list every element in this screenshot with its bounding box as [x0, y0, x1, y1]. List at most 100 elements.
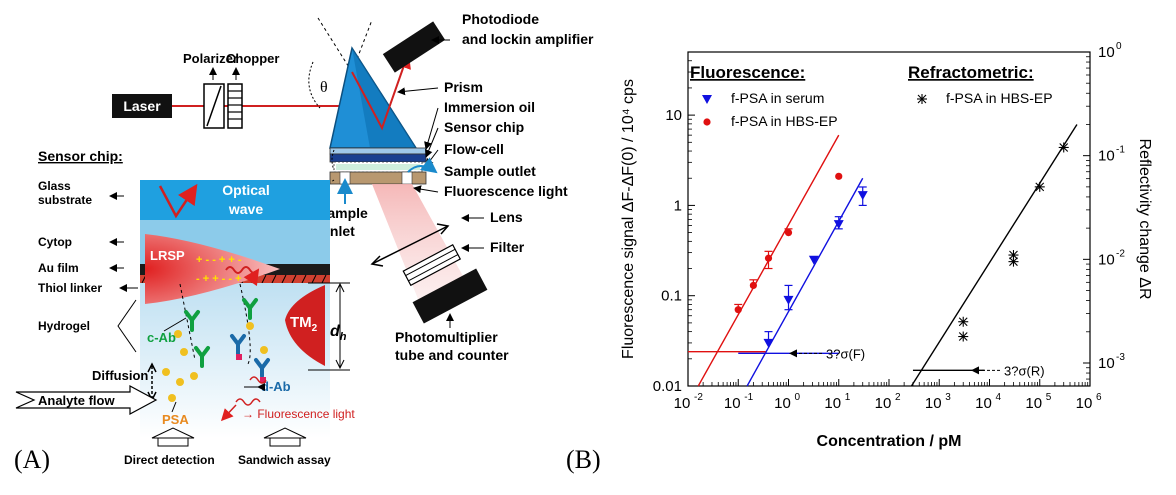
- psa-label: PSA: [162, 412, 189, 427]
- y2-tick-label: 10: [1098, 148, 1115, 165]
- glass-label-line2: substrate: [38, 193, 92, 207]
- sample-inlet-label-line1: Sample: [318, 205, 368, 221]
- x-tick-exponent: 6: [1096, 392, 1102, 403]
- data-point: [764, 254, 773, 262]
- lrsp-label: LRSP: [150, 248, 185, 263]
- direct-detection-arrow-head: [151, 427, 195, 439]
- glass-substrate-layer: [140, 180, 330, 220]
- photodiode-label-line2: and lockin amplifier: [462, 31, 594, 47]
- x-tick-label: 10: [925, 395, 942, 412]
- x-tick-exponent: 2: [895, 392, 901, 403]
- x-tick-label: 10: [824, 395, 841, 412]
- sandwich-arrow-body: [269, 437, 301, 447]
- dh-arrowheads: [335, 282, 345, 370]
- data-points: [734, 142, 1069, 348]
- dh-label-sub: h: [340, 331, 347, 343]
- data-point: [749, 281, 757, 290]
- lrsp-charges-top: + - - + + -: [196, 254, 242, 266]
- sigma-f-label: 3?σ(F): [826, 346, 865, 361]
- x-tick-label: 10: [774, 395, 791, 412]
- lrsp-charges-bottom: - + + - - +: [196, 273, 242, 285]
- photodiode-box: [382, 21, 446, 73]
- sigma-r-label: 3?σ(R): [1004, 363, 1045, 378]
- fluorescence-cone: [372, 184, 474, 304]
- legend-marker: [917, 94, 927, 104]
- legend-marker: [703, 118, 711, 126]
- sensor-chip-layer: [329, 153, 427, 163]
- legend-label: f-PSA in HBS-EP: [731, 113, 838, 129]
- x-tick-exponent: -2: [694, 392, 703, 403]
- immersion-oil-pointer: [424, 107, 439, 150]
- panel-b-label: (B): [566, 445, 601, 474]
- immersion-oil-layer: [329, 147, 427, 155]
- tm2-label-text: TM: [290, 314, 312, 331]
- psa-molecules: [162, 322, 268, 402]
- theta-symbol: θ: [320, 79, 328, 96]
- pmt-label-line1: Photomultiplier: [395, 329, 498, 345]
- y2-tick-label: 10: [1098, 251, 1115, 268]
- direct-detection-label: Direct detection: [124, 453, 215, 467]
- lod-labels: 3?σ(F) 3?σ(R): [789, 346, 1045, 378]
- cytop-label: Cytop: [38, 235, 72, 249]
- y-tick-label: 0.1: [661, 288, 682, 305]
- optical-wave-label-line1: Optical: [222, 182, 269, 198]
- sensor-chip-pointer: [424, 127, 439, 158]
- diffusion-label: Diffusion: [92, 368, 148, 383]
- data-point: [783, 295, 794, 305]
- d-ab-label: d-Ab: [261, 379, 291, 394]
- x-tick-label: 10: [1076, 395, 1093, 412]
- analyte-flow-label: Analyte flow: [38, 393, 115, 408]
- fluorescence-light-pointer: [413, 185, 439, 194]
- sandwich-assay-label: Sandwich assay: [238, 453, 331, 467]
- x-tick-label: 10: [724, 395, 741, 412]
- legend-label: f-PSA in serum: [731, 90, 824, 106]
- filter-element: [402, 244, 462, 287]
- fluorescence-light-small-label: → Fluorescence light: [242, 407, 355, 421]
- direct-detection-arrow-body: [157, 437, 189, 447]
- tm2-label-sub: 2: [312, 323, 318, 334]
- data-point: [784, 228, 793, 237]
- fluorescence-header: Fluorescence:: [690, 63, 805, 82]
- data-point: [857, 191, 868, 201]
- y-tick-label: 1: [674, 197, 682, 214]
- au-film-label: Au film: [38, 261, 79, 275]
- sample-inlet-label-line2: inlet: [326, 223, 355, 239]
- data-point: [958, 331, 969, 342]
- x-tick-exponent: 4: [996, 392, 1002, 403]
- pmt-label-line2: tube and counter: [395, 347, 509, 363]
- polarizer-slash: [206, 85, 222, 127]
- data-point: [958, 316, 969, 327]
- sensor-chip-label: Sensor chip: [444, 119, 524, 135]
- sample-outlet-label: Sample outlet: [444, 163, 536, 179]
- y2-tick-exponent: -3: [1116, 352, 1125, 363]
- data-point: [1034, 181, 1045, 192]
- lrsp-field: [145, 234, 280, 304]
- y2-tick-exponent: -2: [1116, 248, 1125, 259]
- prism-shade: [352, 48, 416, 148]
- glass-label-line1: Glass: [38, 179, 71, 193]
- fluorescence-emission-wave-2: [249, 376, 267, 384]
- chip-zoom-marker: [331, 149, 335, 171]
- fluorescence-light-small-text: Fluorescence light: [257, 407, 355, 421]
- c-ab-pointer: [163, 317, 187, 332]
- laser-label: Laser: [123, 98, 161, 114]
- fit-line: [746, 177, 864, 387]
- lens-arrowhead-left: [370, 255, 384, 267]
- d-ab-antibodies: [230, 334, 270, 378]
- x-tick-label: 10: [1025, 395, 1042, 412]
- legend-label: f-PSA in HBS-EP: [946, 90, 1053, 106]
- y-tick-label: 10: [665, 107, 682, 124]
- optical-wave-arrow: [158, 183, 198, 219]
- tm2-decay-dashed: [239, 283, 251, 365]
- data-point: [833, 220, 844, 230]
- sample-outlet-arrow: [407, 157, 438, 174]
- y-axis-title: Fluorescence signal ΔF-ΔF(0) / 10⁴ cps: [620, 79, 637, 359]
- lens-label: Lens: [490, 209, 523, 225]
- fluorescence-emission-wave: [235, 398, 261, 406]
- data-point: [1008, 256, 1019, 267]
- dh-label-text: d: [330, 323, 341, 340]
- y2-tick-label: 10: [1098, 355, 1115, 372]
- hydrogel-label: Hydrogel: [38, 319, 90, 333]
- y2-tick-label: 10: [1098, 44, 1115, 61]
